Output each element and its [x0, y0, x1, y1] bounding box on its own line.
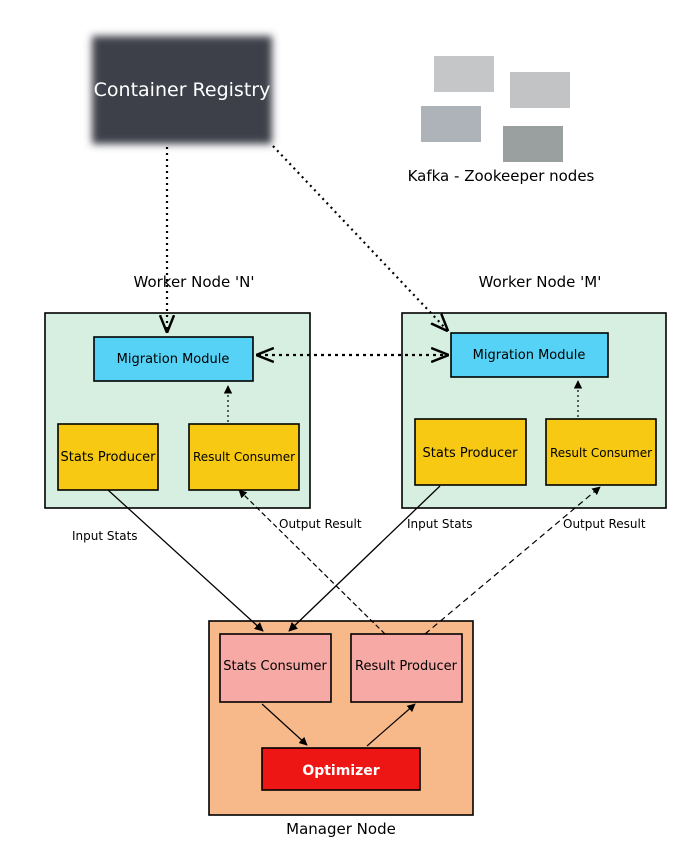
manager-node: Stats Consumer Result Producer Optimizer… [208, 620, 474, 838]
worker-m-stats-producer-label: Stats Producer [423, 446, 519, 461]
input-stats-right-label: Input Stats [407, 517, 473, 531]
output-result-right-arrow [424, 486, 601, 635]
manager-stats-consumer [219, 633, 332, 703]
manager-title: Manager Node [286, 820, 396, 838]
output-result-right-label: Output Result [563, 517, 646, 531]
kafka-node [503, 126, 563, 162]
worker-node-n: Migration Module Stats Producer Result C… [44, 312, 311, 509]
input-stats-right-arrow [288, 485, 441, 632]
kafka-cluster: Kafka - Zookeeper nodes [408, 56, 595, 185]
worker-m-result-consumer [545, 418, 657, 486]
output-result-left-arrow [238, 489, 386, 635]
worker-m-migration-label: Migration Module [473, 348, 586, 363]
container-registry-box [92, 36, 272, 144]
container-registry-label: Container Registry [94, 79, 271, 101]
worker-n-migration-label: Migration Module [117, 352, 230, 367]
stats-consumer-to-optimizer-arrow [261, 703, 308, 746]
kafka-label: Kafka - Zookeeper nodes [408, 167, 595, 185]
registry-to-worker-m-arrow [272, 145, 447, 330]
worker-n-stats-producer-label: Stats Producer [61, 450, 157, 465]
kafka-node [421, 106, 481, 142]
manager-optimizer [261, 747, 421, 791]
optimizer-to-result-producer-arrow [366, 703, 416, 747]
output-result-left-label: Output Result [279, 517, 362, 531]
worker-m-title: Worker Node 'M' [479, 273, 602, 291]
worker-m-result-consumer-label: Result Consumer [550, 446, 652, 460]
worker-n-result-consumer-label: Result Consumer [193, 450, 295, 464]
manager-result-producer-label: Result Producer [355, 659, 458, 674]
container-registry: Container Registry [92, 36, 272, 144]
worker-node-m: Migration Module Stats Producer Result C… [401, 312, 667, 509]
worker-n-stats-producer [57, 423, 159, 491]
manager-optimizer-label: Optimizer [302, 763, 379, 779]
manager-result-producer [350, 633, 463, 703]
worker-n-title: Worker Node 'N' [134, 273, 255, 291]
input-stats-left-label: Input Stats [72, 529, 138, 543]
worker-m-stats-producer [414, 418, 527, 486]
kafka-node [434, 56, 494, 92]
worker-n-migration-module [93, 336, 254, 382]
manager-stats-consumer-label: Stats Consumer [223, 659, 327, 674]
kafka-node [510, 72, 570, 108]
input-stats-left-arrow [107, 489, 264, 632]
worker-m-migration-module [450, 332, 609, 378]
